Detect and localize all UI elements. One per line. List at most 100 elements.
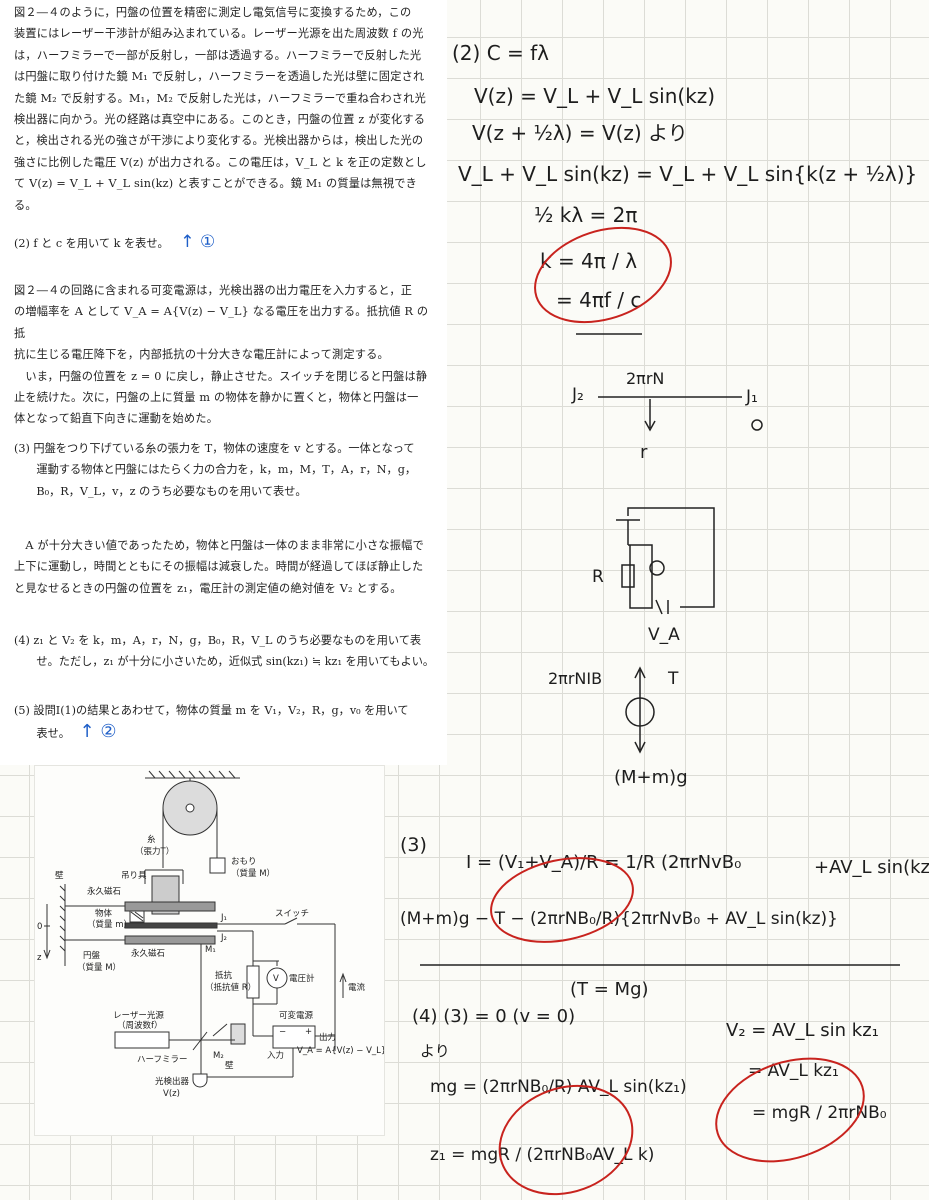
note-vl-eq: V_L + V_L sin(kz) = V_L + V_L sin{k(z + …	[458, 162, 917, 186]
mid-line: 止を続けた。次に，円盤の上に質量 m の物体を静かに置くと，物体と円盤は一	[14, 391, 419, 405]
intro-paragraph: 図２―４のように，円盤の位置を精密に測定し電気信号に変換するため，この 装置には…	[14, 2, 439, 216]
q3-line: 運動する物体と円盤にはたらく力の合力を，k，m，M，T，A，r，N，g，	[14, 463, 417, 477]
q4-line: せ。ただし，z₁ が十分に小さいため，近似式 sin(kz₁) ≒ kz₁ を用…	[14, 655, 435, 669]
note-t: T	[667, 669, 679, 689]
question-5: (5) 設問Ⅰ(1)の結果とあわせて，物体の質量 m を V₁，V₂，R，g，v…	[14, 700, 439, 745]
fig-label-detector-v: V(z)	[163, 1089, 180, 1099]
note-k-f-c: = 4πf / c	[556, 288, 641, 312]
figure-2-4: 糸 （張力T） おもり （質量 M） 吊り具 永久磁石 壁 物体 （質量 m） …	[34, 765, 386, 1136]
note-v2-eq: V₂ = AV_L sin kz₁	[726, 1020, 879, 1041]
mid-line: 体となって鉛直下向きに運動を始めた。	[14, 412, 219, 426]
fig-label-m2: M₂	[213, 1051, 224, 1061]
intro-line: 強さに比例した電圧 V(z) が出力される。この電圧は，V_L と k を正の定…	[14, 155, 427, 169]
note-dot-icon	[751, 419, 763, 431]
fig-label-object-mass: （質量 m）	[87, 919, 132, 930]
red-circle-z1	[498, 1084, 634, 1196]
fig-label-laser-freq: （周波数f）	[117, 1020, 163, 1031]
fig-label-plus: +	[305, 1027, 312, 1037]
q3-line: B₀，R，V_L，v，z のうち必要なものを用いて表せ。	[14, 484, 307, 498]
fig-label-hanger: 吊り具	[121, 871, 147, 881]
question-2-text: (2) f と c を用いて k を表せ。	[14, 237, 169, 250]
fig-label-voltmeter-symbol: V	[273, 974, 279, 984]
a-line: 上下に運動し，時間とともにその振幅は減衰した。時間が経過してほぼ静止した	[14, 560, 424, 574]
fig-label-z: z	[37, 953, 42, 963]
intro-line: 装置にはレーザー干渉計が組み込まれている。レーザー光源を出た周波数 f の光	[14, 27, 424, 41]
a-paragraph: A が十分大きい値であったため，物体と円盤は一体のまま非常に小さな振幅で 上下に…	[14, 535, 439, 599]
fig-label-tension: （張力T）	[135, 846, 174, 857]
note-k-lambda: k = 4π / λ	[540, 249, 637, 273]
note-vz: V(z) = V_L + V_L sin(kz)	[474, 84, 715, 108]
note-up-arrowhead	[634, 666, 646, 679]
fig-label-output: 出力	[319, 1032, 336, 1043]
fig-label-j1: J₁	[220, 913, 227, 923]
mid-line: いま，円盤の位置を z = 0 に戻し，静止させた。スイッチを閉じると円盤は静	[14, 369, 428, 383]
fig-label-weight: おもり	[231, 857, 257, 867]
mid-line: の増幅率を A として V_A = A{V(z) − V_L} なる電圧を出力す…	[14, 305, 429, 340]
q3-line: (3) 円盤をつり下げている糸の張力を T，物体の速度を v とする。一体となっ…	[14, 442, 415, 455]
fig-label-variable-source: 可変電源	[279, 1010, 314, 1021]
q5-line: (5) 設問Ⅰ(1)の結果とあわせて，物体の質量 m を V₁，V₂，R，g，v…	[14, 704, 409, 717]
note-yori: より	[420, 1042, 450, 1060]
fig-label-wall-top: 壁	[55, 870, 64, 881]
red-circle-force	[490, 857, 634, 943]
mid-line: 抗に生じる電圧降下を，内部抵抗の十分大きな電圧計によって測定する。	[14, 348, 389, 362]
q5-line-text: 表せ。	[14, 727, 70, 741]
fig-label-disk: 円盤	[83, 950, 101, 961]
fig-label-zero: 0	[37, 922, 42, 932]
intro-line: は円盤に取り付けた鏡 M₁ で反射し，ハーフミラーを透過した光は壁に固定され	[14, 70, 425, 84]
question-4: (4) z₁ と V₂ を k，m，A，r，N，g，B₀，R，V_L のうち必要…	[14, 630, 439, 673]
fig-label-weight-mass: （質量 M）	[231, 868, 275, 879]
note-force: 2πrNIB	[548, 669, 602, 688]
note-q3-label: (3)	[400, 834, 427, 856]
fig-label-resistor-value: （抵抗値 R）	[205, 982, 256, 993]
note-half-k-lambda: ½ kλ = 2π	[534, 203, 637, 227]
red-circle-v2	[715, 1057, 865, 1163]
note-vz-half: V(z + ½λ) = V(z) より	[472, 121, 688, 145]
fig-label-output-eq: V_A = A{V(z) − V_L}	[297, 1046, 384, 1056]
a-line: A が十分大きい値であったため，物体と円盤は一体のまま非常に小さな振幅で	[14, 539, 424, 552]
intro-line: て V(z) = V_L + V_L sin(kz) と表すことができる。鏡 M…	[14, 177, 418, 212]
fig-label-input: 入力	[267, 1050, 284, 1061]
fig-label-current: 電流	[348, 982, 366, 993]
fig-label-switch: スイッチ	[275, 909, 309, 919]
fig-label-magnet-top: 永久磁石	[87, 886, 121, 897]
intro-line: た鏡 M₂ で反射する。M₁，M₂ で反射した光は，ハーフミラーで重ね合わされ光	[14, 91, 426, 105]
question-2-mark: ↑ ①	[180, 232, 216, 252]
fig-label-minus: −	[279, 1027, 286, 1037]
question-3: (3) 円盤をつり下げている糸の張力を T，物体の速度を v とする。一体となっ…	[14, 438, 439, 502]
note-body-circle	[625, 697, 655, 727]
note-2pirn: 2πrN	[626, 369, 664, 388]
fig-label-resistor: 抵抗	[215, 970, 233, 981]
fig-label-voltmeter: 電圧計	[289, 973, 315, 984]
note-current-eq-cont: +AV_L sin(kz))	[814, 857, 929, 878]
note-tension-eq: (T = Mg)	[570, 979, 649, 1000]
note-j1: J₁	[745, 387, 758, 407]
a-line: と見なせるときの円盤の位置を z₁，電圧計の測定値の絶対値を V₂ とする。	[14, 581, 402, 595]
question-5-mark: ↑ ②	[79, 721, 117, 743]
note-net-force: (M+m)g − T − (2πrNB₀/R){2πrNvB₀ + AV_L s…	[400, 909, 838, 929]
middle-paragraph: 図２―４の回路に含まれる可変電源は，光検出器の出力電圧を入力すると，正 の増幅率…	[14, 280, 439, 430]
note-v2-approx: = AV_L kz₁	[748, 1061, 839, 1081]
fig-label-detector: 光検出器	[155, 1076, 190, 1087]
intro-line: と，検出される光の強さが干渉により変化する。光検出器からは，検出した光の	[14, 134, 424, 148]
fig-label-j2: J₂	[220, 933, 227, 943]
note-down-arrowhead-2	[634, 741, 646, 754]
problem-panel: 図２―４のように，円盤の位置を精密に測定し電気信号に変換するため，この 装置には…	[0, 0, 447, 765]
note-current-eq: I = (V₁+V_A)/R = 1/R (2πrNvB₀	[466, 852, 741, 873]
fig-label-wall-bottom: 壁	[225, 1060, 234, 1071]
fig-label-m1: M₁	[205, 945, 216, 955]
fig-label-magnet-bottom: 永久磁石	[131, 948, 165, 959]
q5-line: 表せ。 ↑ ②	[14, 721, 439, 744]
note-z1-eq: z₁ = mgR / (2πrNB₀AV_L k)	[430, 1145, 654, 1165]
fig-label-half-mirror: ハーフミラー	[137, 1055, 188, 1065]
note-q4-label: (4) (3) = 0 (v = 0)	[412, 1006, 575, 1027]
fig-label-disk-mass: （質量 M）	[77, 962, 121, 973]
note-va: V_A	[648, 625, 680, 645]
mid-line: 図２―４の回路に含まれる可変電源は，光検出器の出力電圧を入力すると，正	[14, 284, 413, 297]
note-j2: J₂	[571, 385, 584, 405]
note-down-arrowhead	[644, 420, 656, 432]
intro-line: は，ハーフミラーで一部が反射し，一部は透過する。ハーフミラーで反射した光	[14, 48, 422, 62]
fig-label-laser: レーザー光源	[113, 1010, 164, 1021]
fig-label-string: 糸	[147, 834, 156, 845]
note-mg-eq: mg = (2πrNB₀/R) AV_L sin(kz₁)	[430, 1077, 687, 1097]
